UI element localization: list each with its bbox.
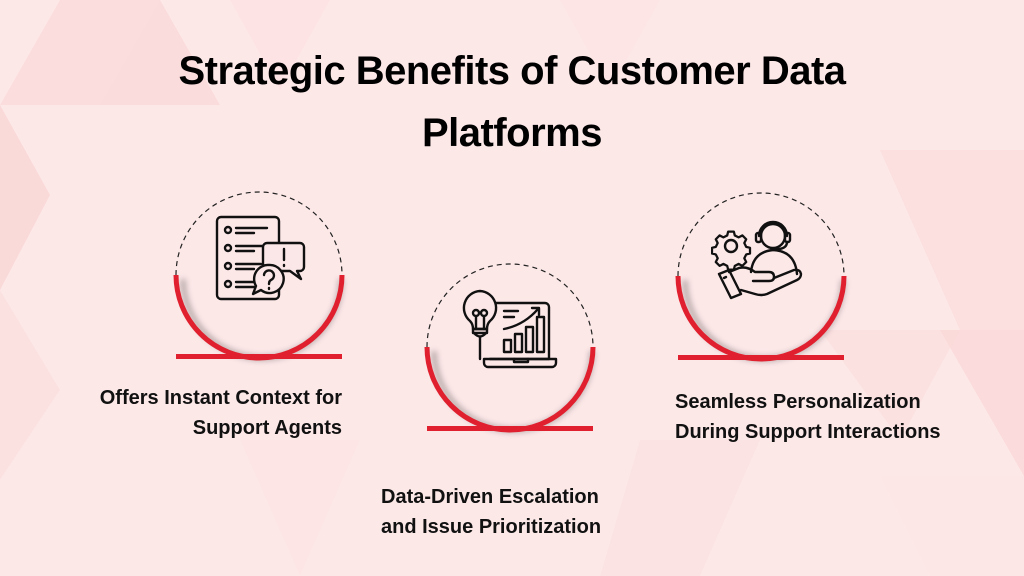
benefit-label-3: Seamless Personalization During Support … — [675, 387, 1005, 447]
benefit-label-2-line2: and Issue Prioritization — [381, 516, 602, 538]
benefit-label-3-line1: Seamless Personalization — [675, 391, 921, 413]
page-title-line2: Platforms — [422, 111, 603, 155]
page-title-line1: Strategic Benefits of Customer Data — [178, 49, 846, 93]
benefit-label-2-line1: Data-Driven Escalation — [381, 486, 599, 508]
benefit-badge-3 — [661, 176, 861, 376]
benefit-label-3-line2: During Support Interactions — [675, 421, 941, 443]
benefit-label-1-line2: Support Agents — [192, 417, 342, 439]
benefit-label-2: Data-Driven Escalation and Issue Priorit… — [381, 482, 661, 542]
circle-frame — [675, 192, 847, 362]
page-title: Strategic Benefits of Customer Data Plat… — [0, 40, 1024, 164]
hand-support-agent-gear-icon — [711, 220, 803, 300]
lightbulb-laptop-chart-icon — [462, 289, 558, 369]
checklist-chat-icon — [215, 215, 306, 301]
benefit-badge-2 — [410, 247, 610, 447]
circle-frame — [173, 191, 345, 361]
benefit-badge-1 — [159, 175, 359, 375]
benefit-label-1: Offers Instant Context for Support Agent… — [40, 383, 342, 443]
circle-frame — [424, 263, 596, 433]
benefit-label-1-line1: Offers Instant Context for — [99, 387, 342, 409]
